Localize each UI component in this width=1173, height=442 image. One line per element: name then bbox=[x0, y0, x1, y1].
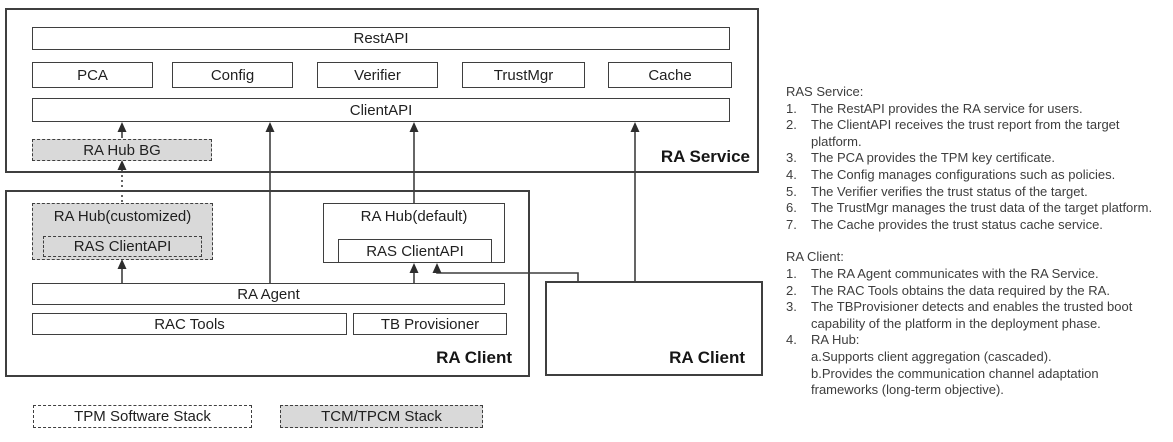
legend-tpm-software-stack: TPM Software Stack bbox=[33, 405, 252, 428]
cache-box: Cache bbox=[608, 62, 732, 88]
ra-client-notes-heading: RA Client: bbox=[786, 249, 844, 265]
note-number: 7. bbox=[786, 216, 797, 232]
note-number: 1. bbox=[786, 265, 797, 281]
note-text: The Cache provides the trust status cach… bbox=[811, 216, 1103, 232]
note-text: The PCA provides the TPM key certificate… bbox=[811, 150, 1055, 166]
ras-client-api-customized-box: RAS ClientAPI bbox=[43, 236, 202, 257]
trustmgr-box: TrustMgr bbox=[462, 62, 585, 88]
ras-service-note-2: 2. The ClientAPI receives the trust repo… bbox=[786, 117, 1173, 150]
note-number: 3. bbox=[786, 150, 797, 166]
ras-service-note-4: 4. The Config manages configurations suc… bbox=[786, 167, 1173, 184]
ras-client-api-default-label: RAS ClientAPI bbox=[366, 242, 464, 260]
note-text: The RestAPI provides the RA service for … bbox=[811, 100, 1083, 116]
ra-client-note-3: 3. The TBProvisioner detects and enables… bbox=[786, 299, 1173, 332]
note-number: 5. bbox=[786, 183, 797, 199]
ras-client-api-default-box: RAS ClientAPI bbox=[338, 239, 492, 263]
note-number: 3. bbox=[786, 299, 797, 315]
trustmgr-label: TrustMgr bbox=[493, 66, 554, 84]
pca-box: PCA bbox=[32, 62, 153, 88]
legend-tcm-label: TCM/TPCM Stack bbox=[321, 408, 442, 425]
ras-client-api-customized-label: RAS ClientAPI bbox=[73, 238, 172, 255]
note-number: 6. bbox=[786, 200, 797, 216]
note-number: 2. bbox=[786, 117, 797, 133]
ras-service-note-6: 6. The TrustMgr manages the trust data o… bbox=[786, 200, 1173, 217]
ra-client-note-2: 2. The RAC Tools obtains the data requir… bbox=[786, 283, 1173, 300]
ras-service-note-5: 5. The Verifier verifies the trust statu… bbox=[786, 184, 1173, 201]
note-text: The Config manages configurations such a… bbox=[811, 166, 1116, 182]
ra-service-box bbox=[5, 8, 759, 173]
ra-hub-customized-label: RA Hub(customized) bbox=[53, 208, 192, 225]
ra-hub-bg-label: RA Hub BG bbox=[83, 141, 161, 159]
ra-service-label: RA Service bbox=[660, 147, 750, 166]
note-number: 4. bbox=[786, 332, 797, 348]
note-text: The TrustMgr manages the trust data of t… bbox=[811, 200, 1153, 216]
tb-provisioner-label: TB Provisioner bbox=[380, 315, 480, 333]
legend-tcm-tpcm-stack: TCM/TPCM Stack bbox=[280, 405, 483, 428]
verifier-box: Verifier bbox=[317, 62, 438, 88]
note-text: The ClientAPI receives the trust report … bbox=[811, 117, 1120, 149]
pca-label: PCA bbox=[77, 66, 108, 84]
ra-hub-bg-box: RA Hub BG bbox=[32, 139, 212, 161]
rac-tools-label: RAC Tools bbox=[154, 315, 225, 333]
config-label: Config bbox=[210, 66, 255, 84]
ras-service-note-7: 7. The Cache provides the trust status c… bbox=[786, 217, 1173, 234]
ra-client-note-4: 4. RA Hub: a.Supports client aggregation… bbox=[786, 332, 1173, 398]
ra-client-right-box bbox=[545, 281, 763, 376]
client-api-box: ClientAPI bbox=[32, 98, 730, 122]
ras-service-note-1: 1. The RestAPI provides the RA service f… bbox=[786, 101, 1173, 118]
tb-provisioner-box: TB Provisioner bbox=[353, 313, 507, 335]
note-number: 2. bbox=[786, 282, 797, 298]
config-box: Config bbox=[172, 62, 293, 88]
ra-client-right-label: RA Client bbox=[669, 348, 745, 367]
ra-agent-label: RA Agent bbox=[237, 285, 300, 303]
client-api-label: ClientAPI bbox=[349, 101, 413, 119]
note-text: The RAC Tools obtains the data required … bbox=[811, 282, 1110, 298]
ra-client-note-1: 1. The RA Agent communicates with the RA… bbox=[786, 266, 1173, 283]
note-text: The RA Agent communicates with the RA Se… bbox=[811, 265, 1099, 281]
note-number: 1. bbox=[786, 100, 797, 116]
ra-hub-default-box: RA Hub(default) RAS ClientAPI bbox=[323, 203, 505, 263]
note-text: RA Hub: a.Supports client aggregation (c… bbox=[811, 332, 1099, 398]
verifier-label: Verifier bbox=[354, 66, 401, 84]
ra-hub-customized-box: RA Hub(customized) RAS ClientAPI bbox=[32, 203, 213, 260]
note-text: The Verifier verifies the trust status o… bbox=[811, 183, 1088, 199]
cache-label: Cache bbox=[648, 66, 692, 84]
ra-hub-default-label: RA Hub(default) bbox=[360, 208, 468, 225]
ras-service-notes-heading: RAS Service: bbox=[786, 84, 864, 99]
ra-agent-box: RA Agent bbox=[32, 283, 505, 305]
rest-api-label: RestAPI bbox=[353, 30, 409, 47]
legend-tpm-label: TPM Software Stack bbox=[74, 408, 211, 425]
note-number: 4. bbox=[786, 166, 797, 182]
rest-api-box: RestAPI bbox=[32, 27, 730, 50]
ra-client-left-box bbox=[5, 190, 530, 377]
rac-tools-box: RAC Tools bbox=[32, 313, 347, 335]
note-text: The TBProvisioner detects and enables th… bbox=[811, 299, 1133, 331]
ras-service-note-3: 3. The PCA provides the TPM key certific… bbox=[786, 150, 1173, 167]
ra-client-left-label: RA Client bbox=[436, 348, 512, 367]
notes-panel: RAS Service: 1. The RestAPI provides the… bbox=[786, 84, 1173, 399]
